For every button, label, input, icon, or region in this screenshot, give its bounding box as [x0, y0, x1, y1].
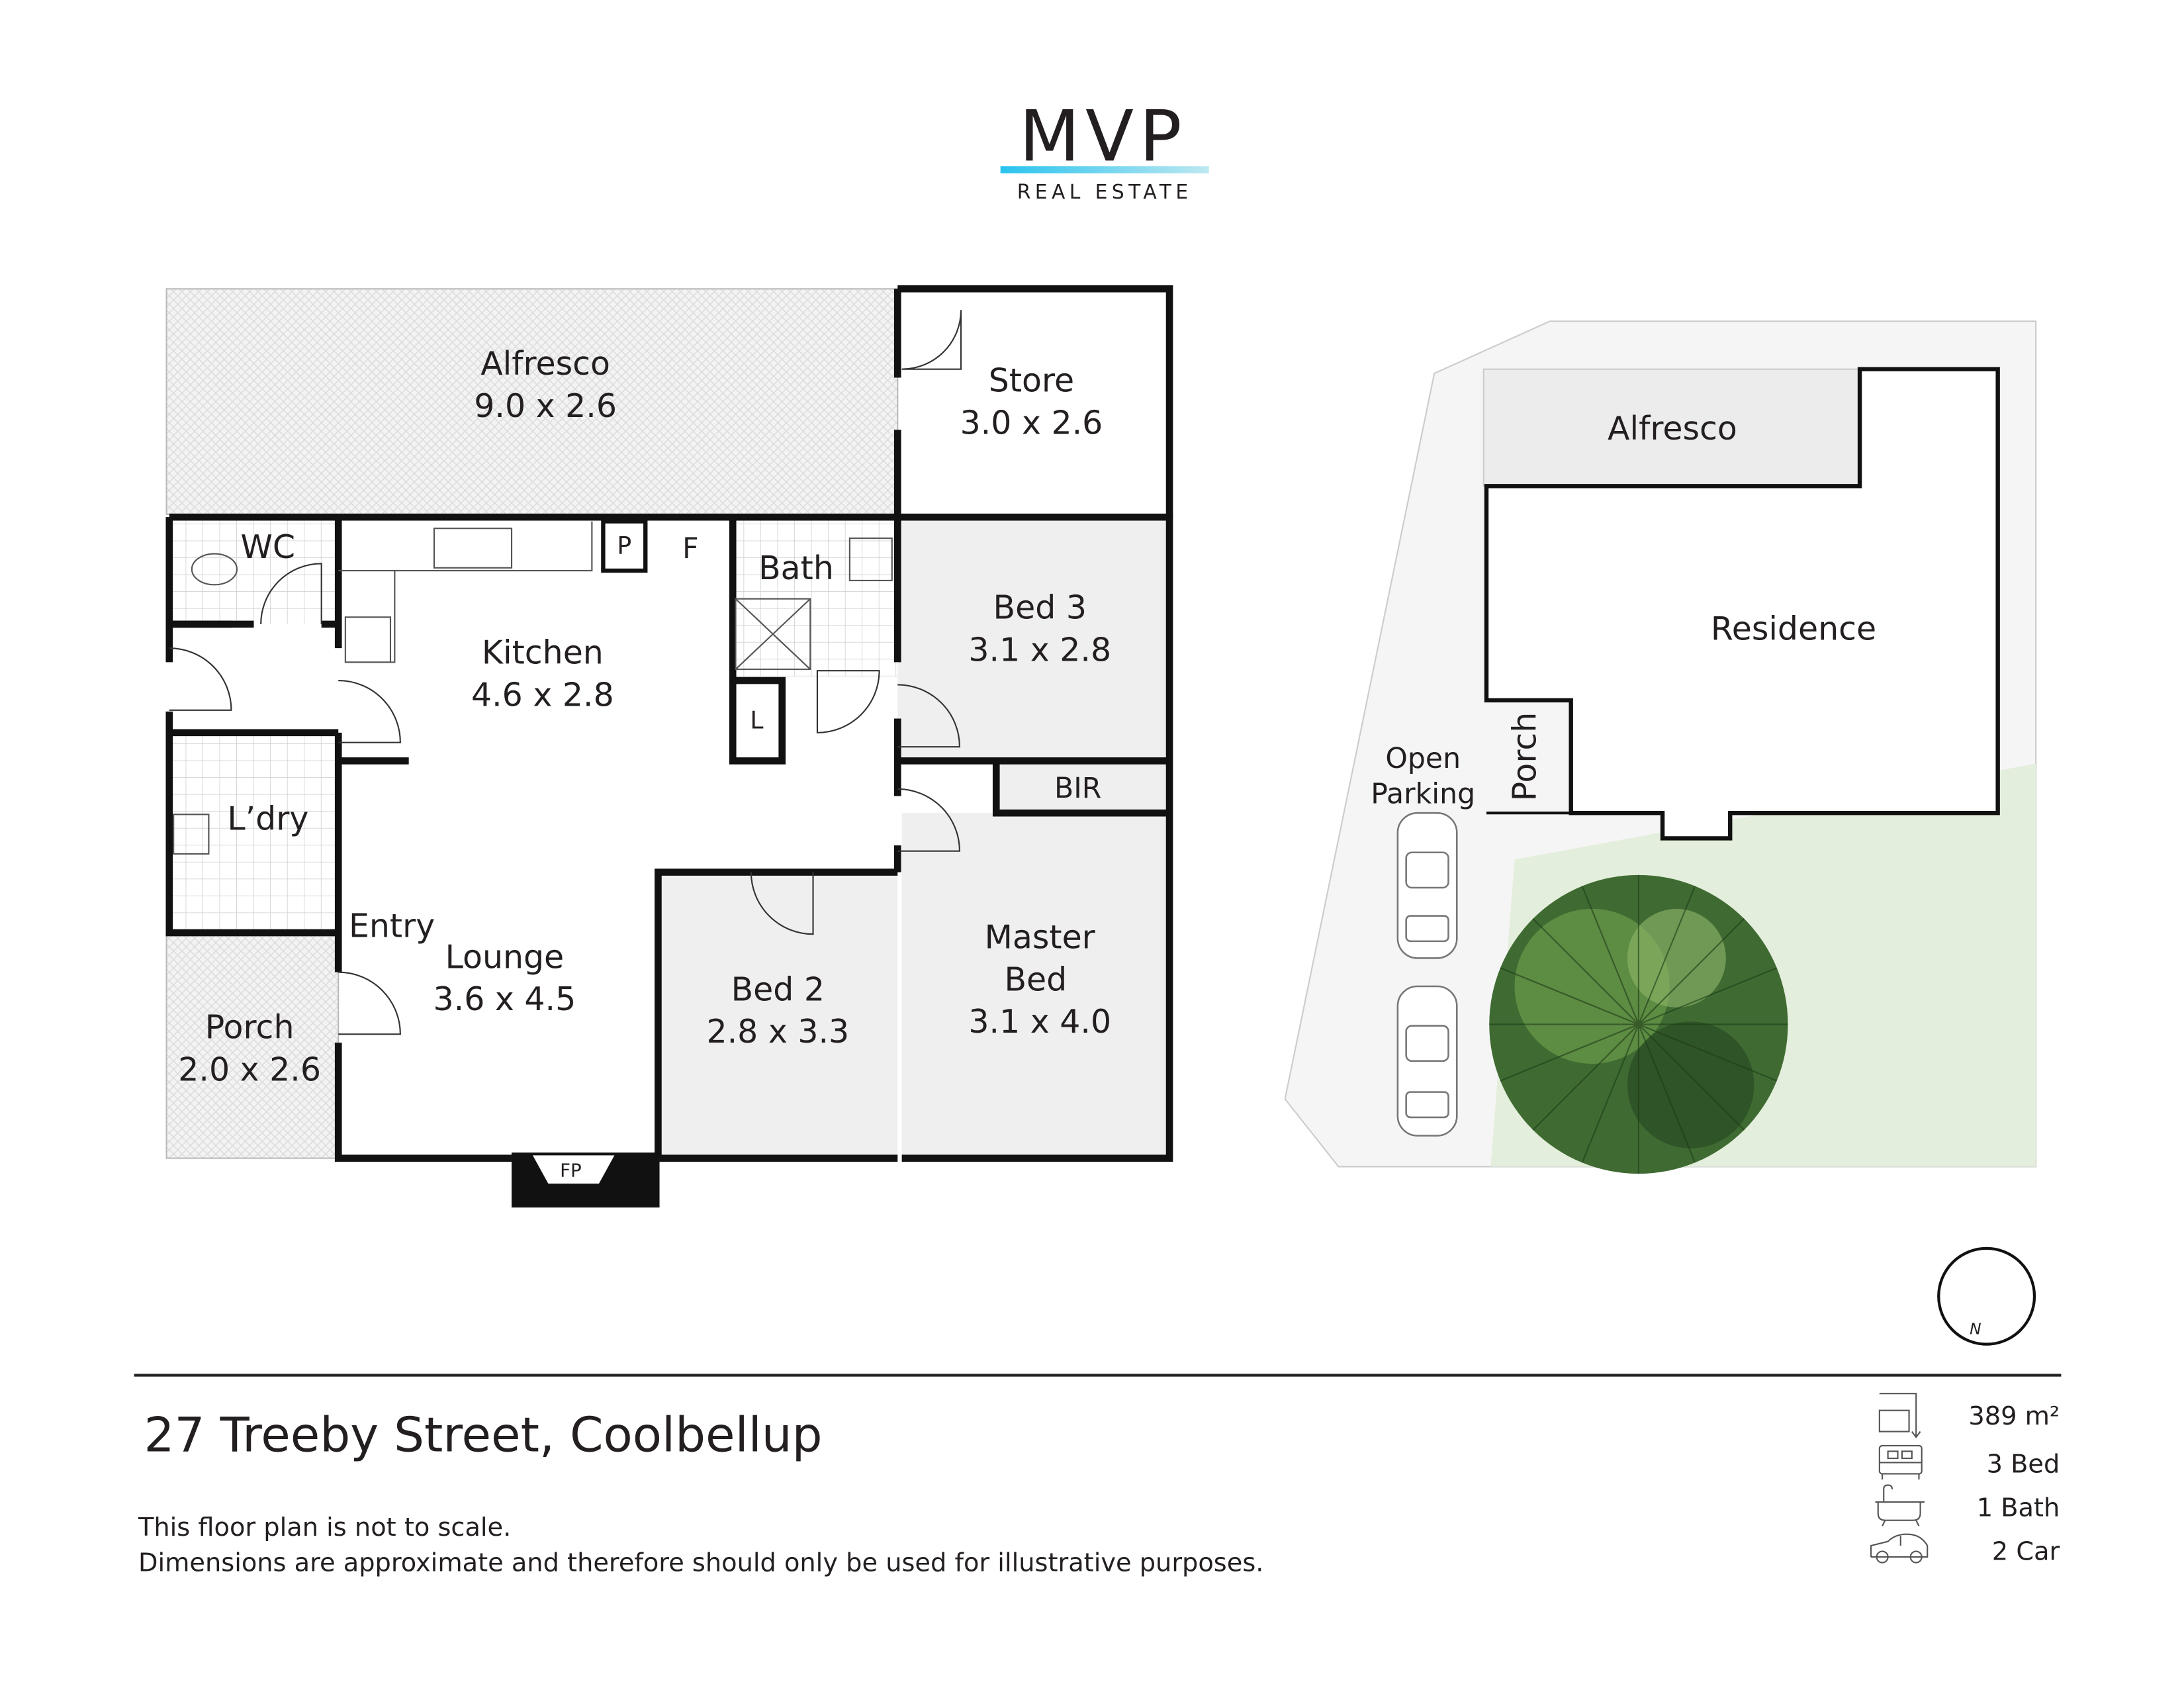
parking-label-2: Parking — [1371, 777, 1475, 810]
porch-outline — [1486, 698, 1572, 815]
bed2-label: Bed 2 — [731, 970, 825, 1008]
bed2-floor — [658, 872, 898, 1158]
bed3-door[interactable] — [897, 684, 960, 748]
porch-area — [165, 932, 340, 1159]
shower — [735, 598, 811, 671]
porch-size: 2.0 x 2.6 — [178, 1051, 321, 1089]
fridge-label: F — [682, 532, 698, 565]
shower-diag — [735, 598, 811, 670]
linen-label: L — [750, 706, 763, 734]
tree-icon — [1489, 874, 1788, 1174]
bed2-size: 2.8 x 3.3 — [706, 1013, 849, 1051]
master-size: 3.1 x 4.0 — [968, 1003, 1111, 1041]
wc-tiles — [169, 517, 336, 624]
site-alfresco — [1482, 368, 1861, 487]
vanity — [848, 538, 893, 582]
fireplace-hearth — [532, 1155, 615, 1184]
store-door[interactable] — [901, 310, 962, 370]
address: 27 Treeby Street, Coolbellup — [144, 1407, 822, 1463]
kitchen-label: Kitchen — [482, 634, 604, 672]
alfresco-label: Alfresco — [480, 345, 610, 383]
alfresco-area — [165, 288, 899, 515]
cooktop — [344, 616, 392, 663]
car-icon — [1396, 812, 1458, 959]
laundry-tub — [173, 814, 210, 855]
entry-door[interactable] — [338, 971, 401, 1035]
store-label: Store — [989, 362, 1074, 400]
compass-label: N — [1970, 1320, 1981, 1338]
fireplace-label: FP — [560, 1159, 582, 1181]
lounge-size: 3.6 x 4.5 — [433, 980, 576, 1018]
bath-tiles — [733, 517, 898, 677]
disclaimer-line-2: Dimensions are approximate and therefore… — [138, 1548, 1263, 1577]
site-alfresco-label: Alfresco — [1608, 410, 1737, 447]
pantry-label: P — [617, 532, 631, 560]
stat-land-area: 389 m² — [1968, 1401, 2060, 1431]
bed3-label: Bed 3 — [993, 588, 1087, 626]
stat-car-spaces: 2 Car — [1992, 1536, 2060, 1566]
bed3-size: 3.1 x 2.8 — [968, 631, 1111, 669]
parking-label-1: Open — [1385, 742, 1461, 775]
bed-icon — [1878, 1444, 1923, 1479]
bir-label: BIR — [1054, 772, 1101, 805]
land-area-icon — [1878, 1393, 1921, 1438]
master-label-1: Master — [985, 919, 1096, 957]
entry-label: Entry — [349, 907, 435, 945]
kitchen-door[interactable] — [338, 680, 401, 743]
floor-plan: Alfresco 9.0 x 2.6 Store 3.0 x 2.6 WC Ki… — [165, 285, 1473, 1208]
porch-label: Porch — [205, 1009, 295, 1047]
laundry-tiles — [169, 735, 336, 933]
bath-icon — [1875, 1484, 1925, 1526]
laundry-door[interactable] — [169, 647, 232, 711]
logo: MVP REAL ESTATE — [1000, 96, 1209, 204]
stat-bedrooms: 3 Bed — [1987, 1449, 2060, 1479]
toilet — [191, 553, 238, 586]
compass: N — [1937, 1246, 2036, 1346]
site-plan: Alfresco Residence Porch Open Parking — [1284, 320, 2037, 1174]
bed3-floor — [897, 517, 1170, 761]
master-floor — [901, 813, 1170, 1158]
laundry-label: L’dry — [227, 800, 308, 838]
pantry-box — [601, 519, 648, 573]
master-label-2: Bed — [1004, 961, 1067, 998]
bath-door[interactable] — [816, 670, 880, 733]
alfresco-size: 9.0 x 2.6 — [474, 387, 617, 425]
disclaimer-line-1: This floor plan is not to scale. — [138, 1513, 511, 1542]
bath-label: Bath — [758, 549, 834, 587]
logo-brand: MVP — [1019, 96, 1187, 178]
store-walls — [893, 285, 1173, 518]
property-stats — [1870, 1393, 1929, 1564]
kitchen-sink — [433, 528, 513, 569]
car-icon — [1396, 985, 1458, 1137]
lounge-label: Lounge — [445, 938, 565, 976]
logo-accent-bar — [1000, 166, 1209, 173]
kitchen-size: 4.6 x 2.8 — [471, 676, 614, 714]
logo-tagline: REAL ESTATE — [1017, 181, 1193, 204]
bir-floor — [996, 761, 1170, 814]
master-door[interactable] — [897, 788, 960, 852]
bed2-door[interactable] — [750, 872, 814, 935]
wc-label: WC — [241, 528, 296, 566]
site-porch-label: Porch — [1506, 712, 1543, 802]
store-size: 3.0 x 2.6 — [960, 404, 1103, 442]
wc-wall — [169, 620, 339, 737]
stat-bathrooms: 1 Bath — [1977, 1493, 2060, 1523]
residence-label: Residence — [1711, 610, 1876, 647]
car-icon — [1870, 1533, 1929, 1564]
wc-door[interactable] — [260, 563, 322, 624]
